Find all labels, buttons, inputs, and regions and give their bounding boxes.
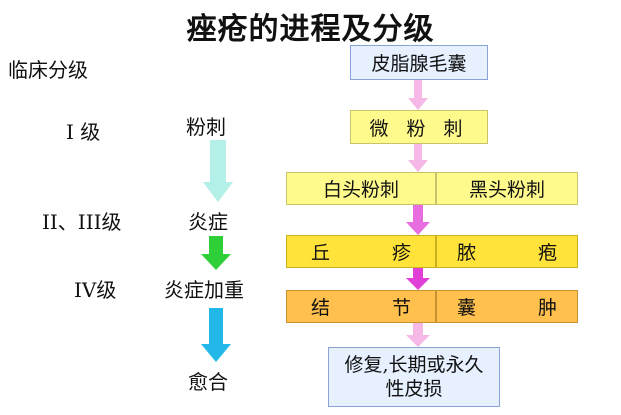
arrow-blue-icon xyxy=(201,308,231,362)
arrow-pink-1-icon xyxy=(408,80,428,110)
nodule-label: 结 节 xyxy=(310,297,440,319)
whitehead-label: 白头粉刺 xyxy=(322,179,399,201)
pustule-label: 脓 疱 xyxy=(456,242,586,264)
arrow-pink-2-icon xyxy=(408,144,428,172)
grade-1-symptom: 粉刺 xyxy=(186,115,226,139)
arrow-pink-3-icon xyxy=(406,323,430,347)
repair-box: 修复,长期或永久 性皮损 xyxy=(328,347,500,407)
papule-box: 丘 疹 xyxy=(286,235,436,268)
microcomedo-box: 微 粉 刺 xyxy=(350,110,488,144)
cyst-box: 囊 肿 xyxy=(436,290,578,323)
arrow-cyan-icon xyxy=(203,140,233,202)
grade-1-label: I 级 xyxy=(66,120,101,144)
sebaceous-follicle-label: 皮脂腺毛囊 xyxy=(371,53,467,75)
grade-4-label: IV级 xyxy=(74,278,117,302)
arrow-magenta-1-icon xyxy=(406,205,430,235)
clinical-grade-header: 临床分级 xyxy=(8,58,88,82)
page-title: 痤疮的进程及分级 xyxy=(186,12,435,47)
cyst-label: 囊 肿 xyxy=(456,297,586,319)
repair-line-2: 性皮损 xyxy=(385,378,443,400)
pustule-box: 脓 疱 xyxy=(436,235,578,268)
healing-label: 愈合 xyxy=(188,370,228,394)
grade-4-symptom: 炎症加重 xyxy=(164,278,244,302)
arrow-green-icon xyxy=(201,236,231,270)
nodule-box: 结 节 xyxy=(286,290,436,323)
blackhead-box: 黑头粉刺 xyxy=(436,172,578,205)
grade-2-3-symptom: 炎症 xyxy=(188,210,228,234)
arrow-magenta-2-icon xyxy=(406,268,430,290)
sebaceous-follicle-box: 皮脂腺毛囊 xyxy=(350,45,488,80)
grade-2-3-label: II、III级 xyxy=(42,210,122,234)
whitehead-box: 白头粉刺 xyxy=(286,172,436,205)
microcomedo-label: 微 粉 刺 xyxy=(369,117,469,140)
papule-label: 丘 疹 xyxy=(310,242,440,264)
blackhead-label: 黑头粉刺 xyxy=(468,179,545,201)
repair-line-1: 修复,长期或永久 xyxy=(344,354,484,376)
